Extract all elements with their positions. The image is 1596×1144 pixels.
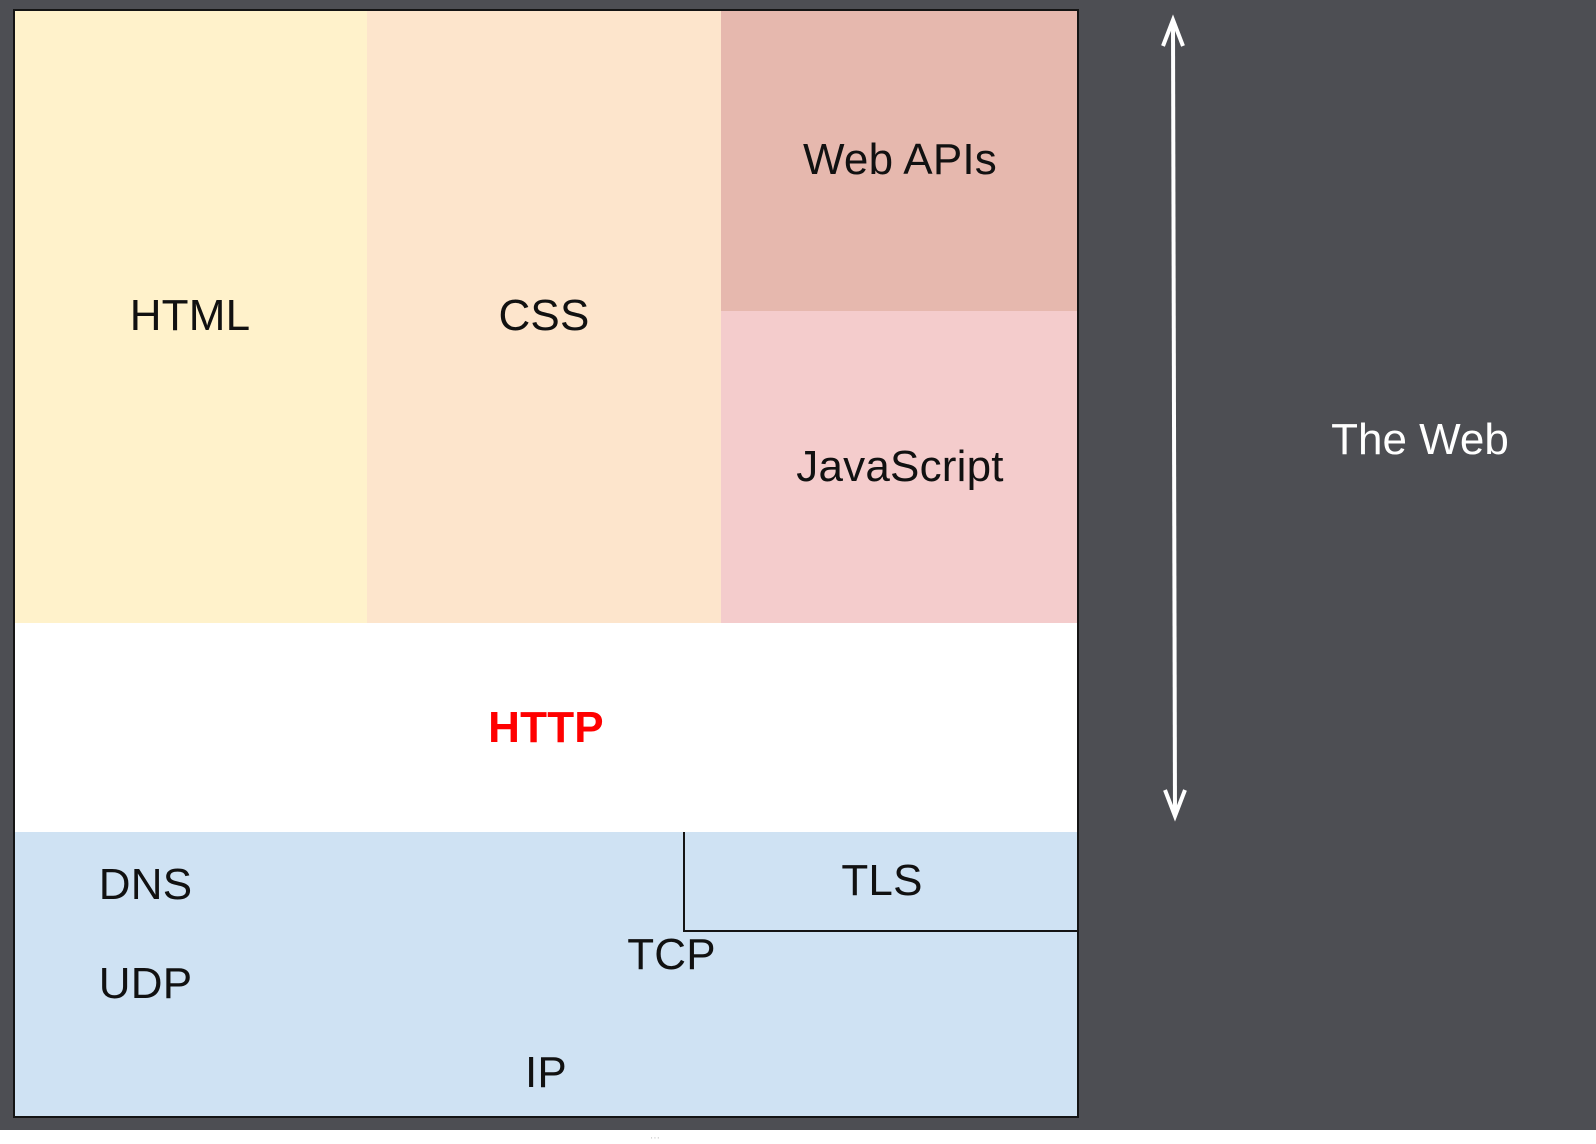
double-headed-vertical-arrow-icon xyxy=(1161,14,1187,822)
layer-http-label: HTTP xyxy=(488,702,604,752)
layer-tcp-label: TCP xyxy=(627,930,716,979)
layer-tls: TLS xyxy=(683,832,1079,932)
layer-dns-label: DNS xyxy=(98,859,193,909)
layer-css-label: CSS xyxy=(498,291,590,340)
layer-web-apis-label: Web APIs xyxy=(803,135,997,184)
layer-ip-label: IP xyxy=(525,1048,567,1097)
resize-handle-icon[interactable]: ⋯ xyxy=(650,1133,660,1144)
layer-html: HTML xyxy=(13,9,369,625)
layer-udp: UDP xyxy=(13,937,278,1030)
layer-css: CSS xyxy=(367,9,723,625)
layer-html-label: HTML xyxy=(129,291,251,340)
layer-javascript: JavaScript xyxy=(721,311,1079,625)
layer-udp-label: UDP xyxy=(98,958,193,1008)
layer-ip: IP xyxy=(13,1028,1079,1118)
layer-tls-label: TLS xyxy=(841,856,923,905)
layer-javascript-label: JavaScript xyxy=(796,442,1004,491)
layer-web-apis: Web APIs xyxy=(721,9,1079,313)
layer-http: HTTP xyxy=(13,623,1079,834)
layer-dns: DNS xyxy=(13,832,278,939)
the-web-label: The Web xyxy=(1331,415,1509,464)
